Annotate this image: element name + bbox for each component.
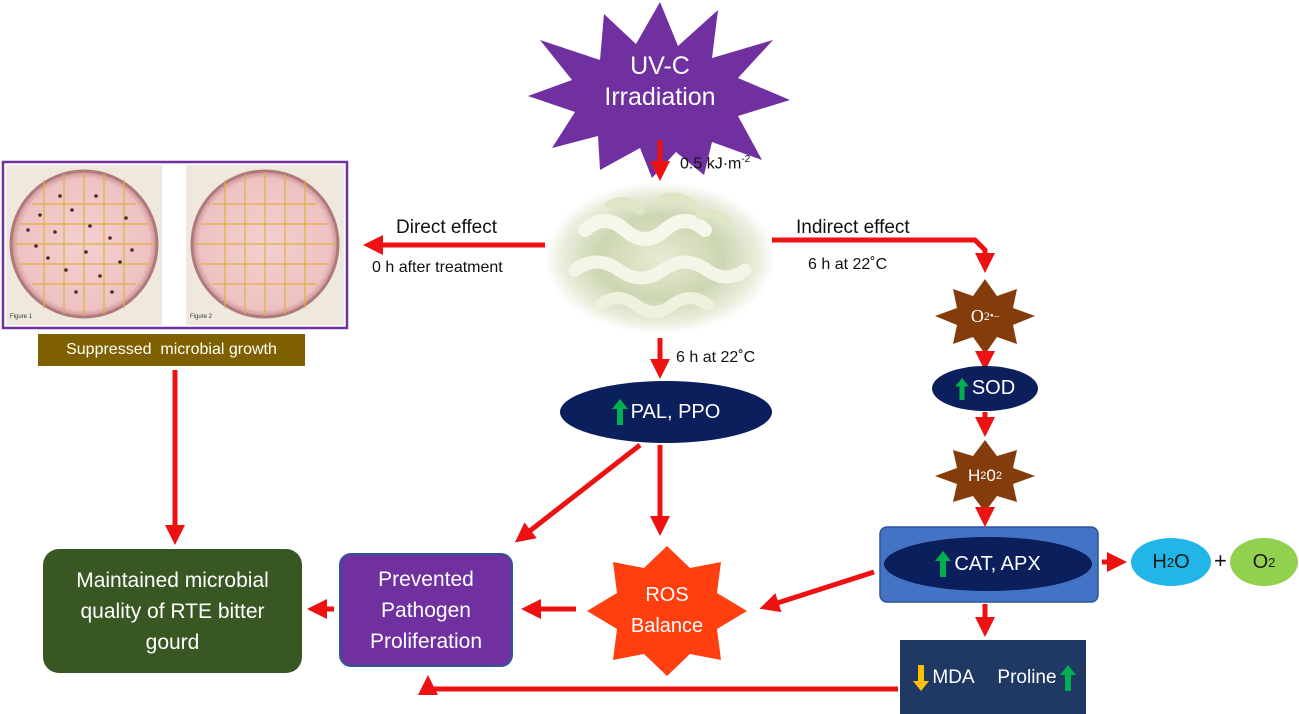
h2o2-h: H xyxy=(968,466,981,485)
superoxide-sup: •– xyxy=(989,310,1000,322)
uv-line1: UV-C xyxy=(630,52,690,80)
suppressed-bar xyxy=(38,334,305,366)
h2o2-sub1: 2 xyxy=(980,470,987,482)
figure-1-label: Figure 1 xyxy=(10,314,33,320)
dose-text: 0.5 kJ·m xyxy=(680,155,742,173)
direct-effect-label: Direct effect xyxy=(396,217,498,238)
ros-line1: ROS xyxy=(645,584,689,606)
sod-label: SOD xyxy=(971,377,1016,399)
arrows xyxy=(165,140,1127,696)
maintained-line1: Maintained microbial xyxy=(76,568,269,592)
uv-starburst xyxy=(528,2,790,178)
arrow-mda-to-prevented xyxy=(418,675,898,696)
bitter-gourd-photo xyxy=(545,182,775,334)
direct-effect-sub: 0 h after treatment xyxy=(372,259,503,276)
up-arrow-icon xyxy=(935,551,952,577)
pal-ppo-ellipse: PAL, PPO xyxy=(560,381,772,443)
ros-star xyxy=(587,546,747,676)
water-sub: 2 xyxy=(1166,554,1175,570)
oxygen-o: O xyxy=(1252,550,1269,573)
superoxide-star xyxy=(935,279,1035,354)
indirect-effect-sub: 6 h at 22˚C xyxy=(808,256,888,273)
down-arrow-icon xyxy=(913,665,930,691)
mda-group: MDA xyxy=(906,662,982,694)
dose-label: 0.5 kJ·m-2 xyxy=(680,154,750,173)
water-o: O xyxy=(1174,550,1190,573)
pal-ppo-label: PAL, PPO xyxy=(630,400,721,423)
maintained-line2: quality of RTE bitter xyxy=(80,599,265,623)
bacterial-colonies xyxy=(26,194,134,294)
up-arrow-icon xyxy=(1059,665,1076,691)
proline-group: Proline xyxy=(992,662,1084,694)
prevented-line3: Proliferation xyxy=(369,629,483,653)
ros-label: ROS Balance xyxy=(615,578,719,644)
sod-ellipse: SOD xyxy=(932,366,1038,411)
prevented-box: Prevented Pathogen Proliferation xyxy=(339,553,513,667)
water-h: H xyxy=(1152,550,1167,573)
uv-line2: Irradiation xyxy=(604,83,716,111)
arrow-cat-to-ros xyxy=(759,569,875,613)
proline-label: Proline xyxy=(997,667,1057,688)
h2o2-o: 0 xyxy=(986,466,996,485)
indirect-effect-label: Indirect effect xyxy=(796,217,910,238)
prevented-line2: Pathogen xyxy=(381,598,471,622)
prevented-line1: Prevented xyxy=(378,567,474,591)
plus-sign: + xyxy=(1214,548,1227,573)
arrow-pal-to-prevented xyxy=(514,443,642,543)
h2o2-sub2: 2 xyxy=(995,470,1002,482)
figure-2-label: Figure 2 xyxy=(190,314,213,320)
uv-label: UV-C Irradiation xyxy=(595,48,725,116)
maintained-box: Maintained microbial quality of RTE bitt… xyxy=(43,549,302,673)
h2o2-star xyxy=(935,440,1035,512)
superoxide-sub: 2 xyxy=(983,308,990,323)
center-time-label: 6 h at 22˚C xyxy=(676,349,756,366)
mda-label: MDA xyxy=(932,667,975,688)
maintained-line3: gourd xyxy=(145,630,200,654)
petri-dish-panel: Figure 1 Figure 2 xyxy=(1,160,349,330)
superoxide-o: O xyxy=(970,305,984,326)
up-arrow-icon xyxy=(955,377,969,400)
cat-apx-ellipse: CAT, APX xyxy=(884,537,1092,591)
oxygen-sub: 2 xyxy=(1268,554,1276,570)
mda-proline-box xyxy=(900,640,1086,714)
suppressed-label: Suppressed microbial growth xyxy=(66,341,277,358)
dose-exponent: -2 xyxy=(741,154,751,165)
cat-apx-label: CAT, APX xyxy=(954,552,1041,575)
up-arrow-icon xyxy=(611,399,628,425)
ros-line2: Balance xyxy=(630,615,704,637)
arrow-indirect-effect xyxy=(772,237,995,273)
